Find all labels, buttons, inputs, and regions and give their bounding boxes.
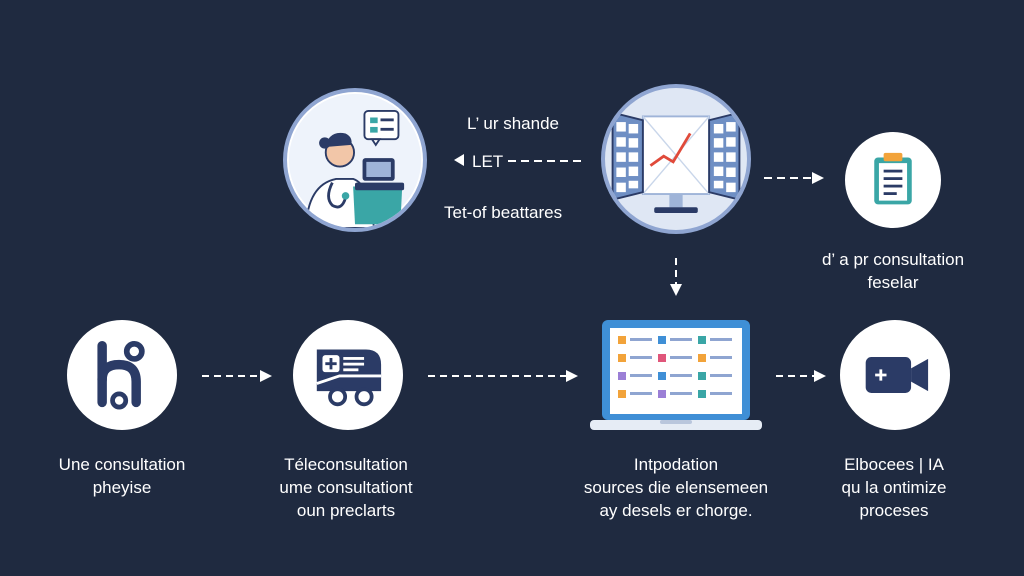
person-symbol-icon [97,340,145,410]
dashed-arrow-integration-to-ai [776,368,828,384]
clipboard-node [845,132,941,228]
integration-label-line-3: ay desels er chorge. [599,501,753,520]
ai-label-line-1: Elbocees | IA [844,455,944,474]
integration-label-line-1: Intpodation [633,455,719,474]
teleconsultation-node [293,320,403,430]
tele-label-line-1: Téleconsultation [284,455,408,474]
dashed-arrow-to-clipboard [764,170,826,186]
integration-laptop [590,320,762,434]
doctor-with-tablet-icon [288,93,422,228]
analytics-window-icon [611,111,741,213]
ai-process-node [840,320,950,430]
top-caption-1: L’ ur shande [467,114,559,133]
tele-label-line-2: ume consultationt [279,478,413,497]
physical-label-line-1: Une consultation [58,455,186,474]
teleconsultation-label: Téleconsultation ume consultationt oun p… [246,453,446,522]
clipboard-label-line-1: d’ a pr consultation [821,250,965,269]
clipboard-label: d’ a pr consultation feselar [793,248,993,294]
dashed-arrow-down-to-laptop [668,258,684,300]
clipboard-form-icon [874,152,912,205]
ambulance-icon [316,349,382,407]
integration-label-line-2: sources die elensemeen [583,478,769,497]
tele-label-line-3: oun preclarts [296,501,396,520]
top-caption-2: LET [472,152,504,171]
top-caption-3: Tet-of beattares [444,203,563,222]
physical-label-line-2: pheyise [92,478,152,497]
dashed-arrow-tele-to-integration [428,368,580,384]
physical-consultation-label: Une consultation pheyise [22,453,222,499]
ai-label-line-3: proceses [859,501,929,520]
analytics-node [601,84,751,234]
ai-process-label: Elbocees | IA qu la ontimize proceses [794,453,994,522]
video-camera-icon [865,357,929,393]
arrow-left-to-doctor [452,152,492,168]
laptop-dashboard-icon [590,320,762,430]
physical-consultation-node [67,320,177,430]
clipboard-label-line-2: feselar [867,273,919,292]
integration-label: Intpodation sources die elensemeen ay de… [566,453,786,522]
dashed-connector-top-left [508,159,588,163]
doctor-node [283,88,427,232]
dashed-arrow-physical-to-tele [202,368,274,384]
ai-label-line-2: qu la ontimize [841,478,947,497]
